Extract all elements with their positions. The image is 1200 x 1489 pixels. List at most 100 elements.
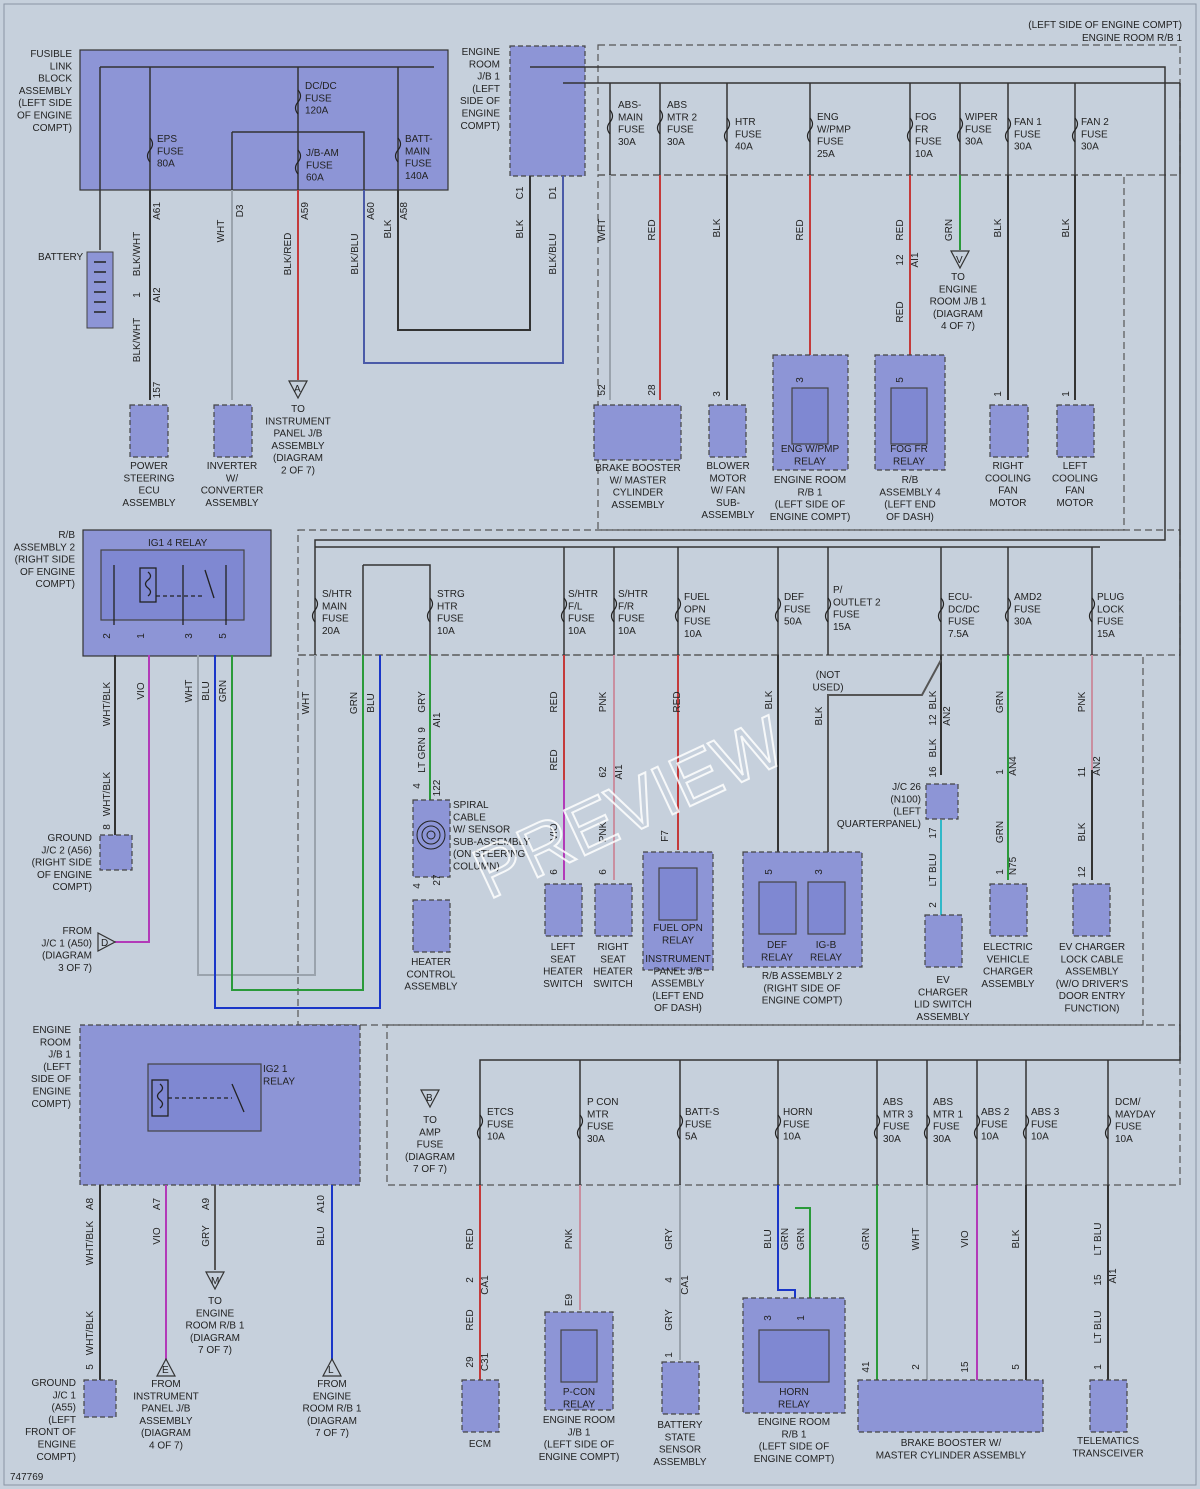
left-fan-box xyxy=(1056,404,1095,458)
pin-label: AI1 xyxy=(910,252,921,267)
pin-label: 52 xyxy=(597,384,608,396)
wire-color-label: BLK xyxy=(515,219,526,238)
fusible-link-block xyxy=(79,49,449,191)
pin-label: 2 xyxy=(102,633,113,639)
wire-color-label: BLK xyxy=(1077,822,1088,841)
battery-label: BATTERY xyxy=(38,252,84,263)
pin-label: 1 xyxy=(1061,391,1072,397)
wire-color-label: RED xyxy=(647,219,658,240)
pin-label: AI1 xyxy=(614,764,625,779)
ev-lid-box xyxy=(924,914,963,968)
wire-color-label: BLU xyxy=(366,693,377,712)
wire-color-label: RED xyxy=(895,219,906,240)
wire-color-label: BLK xyxy=(764,690,775,709)
pin-label: 2 xyxy=(465,1277,476,1283)
pin-label: 1 xyxy=(132,292,143,298)
wire-color-label: GRY xyxy=(201,1225,212,1247)
pin-label: D3 xyxy=(235,204,246,217)
pin-label: N75 xyxy=(1008,856,1019,875)
wire-color-label: RED xyxy=(549,691,560,712)
pin-label: 5 xyxy=(764,869,775,875)
figure-id: 747769 xyxy=(10,1472,44,1483)
pin-label: 62 xyxy=(598,766,609,778)
pin-label: 3 xyxy=(712,391,723,397)
header-line2: ENGINE ROOM R/B 1 xyxy=(1082,33,1182,44)
heater-control-box xyxy=(412,899,451,953)
pin-label: CA1 xyxy=(680,1275,691,1295)
pin-label: 27 xyxy=(432,874,443,886)
pin-label: AN2 xyxy=(1092,756,1103,776)
pin-label: 29 xyxy=(465,1356,476,1368)
wire-color-label: WHT xyxy=(911,1228,922,1251)
wire-color-label: LT BLU xyxy=(928,854,939,887)
ref-e-triangle xyxy=(156,1357,176,1377)
svg-text:V: V xyxy=(956,255,963,266)
wire-color-label: PNK xyxy=(1077,691,1088,712)
pin-label: 1 xyxy=(995,869,1006,875)
wire-color-label: LT GRN xyxy=(417,737,428,773)
wire-color-label: GRN xyxy=(796,1228,807,1250)
svg-text:E: E xyxy=(162,1365,169,1376)
wire-color-label: BLK/BLU xyxy=(548,233,559,274)
pin-label: 157 xyxy=(152,381,163,398)
wire-color-label: PNK xyxy=(598,691,609,712)
svg-text:L: L xyxy=(328,1365,334,1376)
wire-color-label: BLU xyxy=(763,1229,774,1248)
wire-color-label: RED xyxy=(672,691,683,712)
pin-label: 28 xyxy=(647,384,658,396)
horn-relay xyxy=(758,1329,830,1383)
pin-label: AN2 xyxy=(942,706,953,726)
blower-motor xyxy=(708,404,747,458)
wire-color-label: PNK xyxy=(598,821,609,842)
pcon-relay xyxy=(560,1329,598,1383)
pin-label: CA1 xyxy=(480,1275,491,1295)
pin-label: 4 xyxy=(412,783,423,789)
pin-label: 6 xyxy=(549,869,560,875)
pin-label: 16 xyxy=(928,766,939,778)
wire-color-label: BLK xyxy=(993,218,1004,237)
pin-label: 12 xyxy=(928,714,939,726)
pin-label: A10 xyxy=(316,1195,327,1213)
fuel-opn-relay xyxy=(658,867,698,921)
wire-color-label: BLU xyxy=(201,681,212,700)
right-fan-box xyxy=(989,404,1029,458)
pin-label: A9 xyxy=(201,1197,212,1210)
pin-label: AI1 xyxy=(1108,1268,1119,1283)
pin-label: 1 xyxy=(136,633,147,639)
wire-color-label: GRN xyxy=(995,691,1006,713)
wire-color-label: GRN xyxy=(780,1228,791,1250)
pin-label: AN4 xyxy=(1008,756,1019,776)
pin-label: 2 xyxy=(928,902,939,908)
svg-text:A: A xyxy=(294,384,301,395)
rb1-mid-lower-region xyxy=(297,654,1144,1026)
wire-color-label: GRN xyxy=(861,1228,872,1250)
